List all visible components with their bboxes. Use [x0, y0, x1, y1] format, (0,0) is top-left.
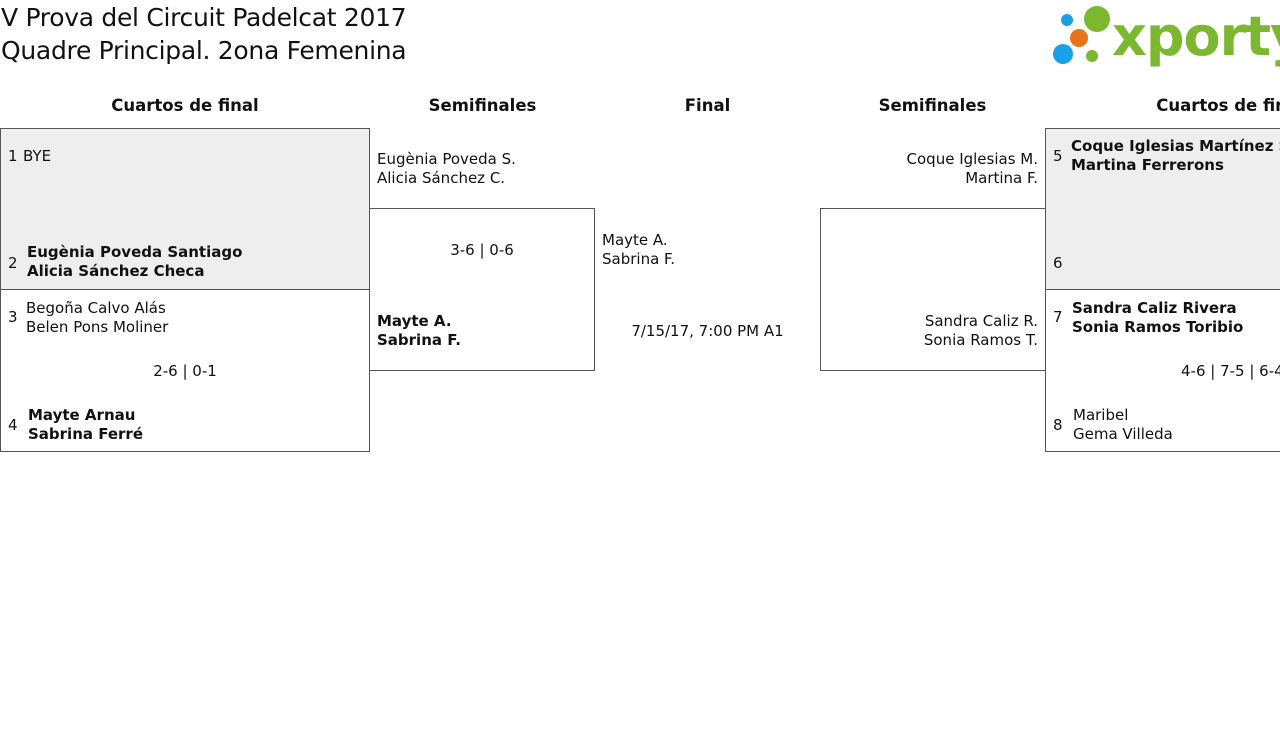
column-header-right-semifinals: Semifinales: [878, 96, 987, 115]
player-name[interactable]: Belen Pons Moliner: [26, 318, 169, 336]
seed-number: 4: [8, 416, 18, 434]
seed-number: 1: [8, 147, 18, 165]
player-name: Eugènia Poveda S.: [377, 150, 516, 168]
page-subtitle: Quadre Principal. 2ona Femenina: [1, 36, 407, 65]
player-name: Alicia Sánchez C.: [377, 169, 506, 187]
player-name: Martina F.: [965, 169, 1038, 187]
player-name[interactable]: Sonia Ramos Toribio: [1072, 318, 1244, 336]
xporty-logo[interactable]: xporty: [1052, 4, 1280, 66]
player-name[interactable]: Martina Ferrerons: [1071, 156, 1224, 174]
player-name[interactable]: Coque Iglesias Martínez Sori: [1071, 137, 1280, 155]
left-quarterfinal-2[interactable]: 3 Begoña Calvo Alás Belen Pons Moliner 2…: [0, 289, 370, 452]
right-quarterfinal-1[interactable]: 5 Coque Iglesias Martínez Sori Martina F…: [1045, 128, 1280, 290]
right-semifinal-team-b: Sandra Caliz R. Sonia Ramos T.: [821, 312, 1038, 350]
player-name[interactable]: Sonia Ramos T.: [923, 331, 1038, 349]
seed-number: 7: [1053, 308, 1063, 326]
player-name[interactable]: Sabrina Ferré: [28, 425, 144, 443]
seed-number: 6: [1053, 254, 1063, 272]
seed-number: 5: [1053, 147, 1063, 165]
right-semifinal-box[interactable]: Sandra Caliz R. Sonia Ramos T.: [820, 208, 1046, 371]
player-name[interactable]: Gema Villeda: [1073, 425, 1173, 443]
column-header-left-semifinals: Semifinales: [428, 96, 537, 115]
player-name[interactable]: Alicia Sánchez Checa: [27, 262, 205, 280]
player-name[interactable]: Sandra Caliz R.: [924, 312, 1038, 330]
player-name: Mayte A.: [602, 231, 668, 249]
player-name[interactable]: Maribel: [1073, 406, 1129, 424]
right-semifinal-team-a[interactable]: Coque Iglesias M. Martina F.: [820, 150, 1038, 188]
player-name[interactable]: Mayte Arnau: [28, 406, 136, 424]
player-name: Sabrina F.: [602, 250, 676, 268]
column-header-final: Final: [684, 96, 731, 115]
match-score: 4-6 | 7-5 | 6-4: [1181, 362, 1280, 380]
player-bye: BYE: [23, 147, 52, 165]
seed-number: 8: [1053, 416, 1063, 434]
page-title: V Prova del Circuit Padelcat 2017: [1, 3, 407, 32]
player-name[interactable]: Sandra Caliz Rivera: [1072, 299, 1237, 317]
logo-text: xporty: [1112, 5, 1280, 68]
player-name: Coque Iglesias M.: [906, 150, 1038, 168]
left-quarterfinal-1[interactable]: 1 BYE 2 Eugènia Poveda Santiago Alicia S…: [0, 128, 370, 290]
match-score: 3-6 | 0-6: [450, 241, 514, 259]
player-name[interactable]: Eugènia Poveda Santiago: [27, 243, 243, 261]
final-team-a[interactable]: Mayte A. Sabrina F.: [602, 231, 675, 269]
seed-number: 2: [8, 254, 18, 272]
column-header-right-quarterfinals: Cuartos de final: [1156, 96, 1280, 115]
player-name[interactable]: Mayte A.: [377, 312, 452, 330]
right-quarterfinal-2[interactable]: 7 Sandra Caliz Rivera Sonia Ramos Toribi…: [1045, 289, 1280, 452]
player-name[interactable]: Sabrina F.: [377, 331, 461, 349]
column-header-left-quarterfinals: Cuartos de final: [111, 96, 259, 115]
left-semifinal-team-a[interactable]: Eugènia Poveda S. Alicia Sánchez C.: [377, 150, 516, 188]
left-semifinal-box[interactable]: 3-6 | 0-6 Mayte A. Sabrina F.: [369, 208, 595, 371]
match-score: 2-6 | 0-1: [153, 362, 217, 380]
logo-dots-icon: [1053, 6, 1110, 64]
seed-number: 3: [8, 308, 18, 326]
final-schedule: 7/15/17, 7:00 PM A1: [631, 322, 784, 340]
player-name[interactable]: Begoña Calvo Alás: [26, 299, 166, 317]
